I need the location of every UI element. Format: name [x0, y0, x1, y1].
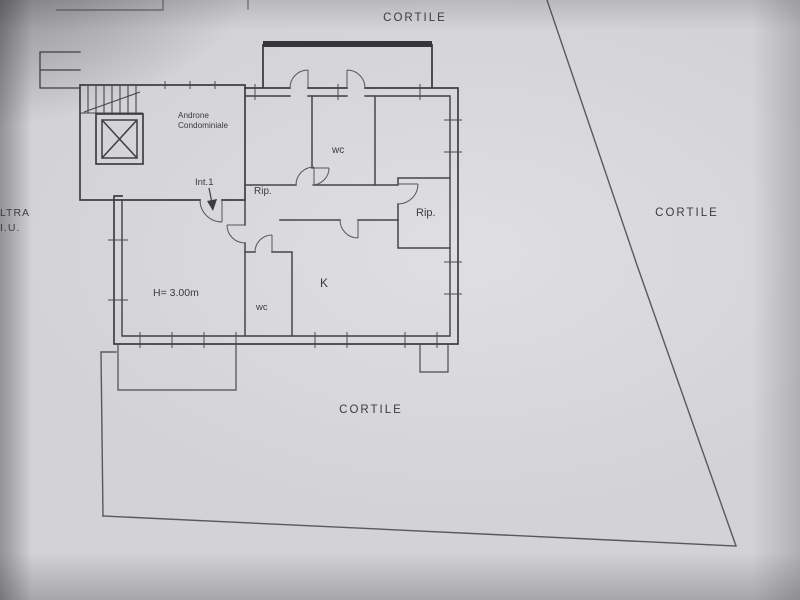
- label-cortile-bottom: CORTILE: [339, 404, 403, 416]
- elevator-icon: [95, 113, 144, 165]
- label-cortile-right: CORTILE: [655, 207, 719, 219]
- label-kitchen: K: [320, 276, 328, 290]
- label-edge-left-line1: LTRA: [0, 207, 30, 219]
- window-ticks-bottom: [139, 332, 438, 348]
- window-ticks: [108, 81, 462, 348]
- stairs-treads: [87, 86, 137, 113]
- wall-rip-right-room: [397, 177, 451, 249]
- door-living: [226, 224, 246, 244]
- stairs-direction-line: [83, 91, 141, 113]
- door-int1: [199, 199, 223, 223]
- int1-arrow-head: [207, 199, 217, 211]
- window-ticks-left: [108, 239, 128, 301]
- entrance-porch: [39, 51, 81, 89]
- label-edge-left-line2: I.U.: [0, 222, 20, 234]
- terrace-left: [117, 344, 237, 391]
- boundary-top-left-line: [56, 0, 164, 11]
- building-walls: [39, 51, 459, 345]
- stairs: [80, 86, 143, 114]
- label-ceiling-height: H= 3.00m: [153, 287, 199, 299]
- stair-block-outline: [79, 84, 246, 201]
- door-rip-right: [397, 183, 419, 205]
- balcony: [262, 41, 433, 88]
- door-balcony-right: [346, 69, 366, 89]
- label-androne-line1: Androne: [178, 111, 209, 120]
- interior-walls: [244, 95, 451, 337]
- main-wall-inner: [121, 95, 451, 337]
- label-wc-top: wc: [331, 145, 344, 156]
- window-ticks-top: [254, 84, 421, 100]
- window-ticks-stair-top: [164, 81, 216, 89]
- elevator-cross: [101, 119, 138, 159]
- boundary-left-line: [100, 351, 117, 517]
- elevator-outer: [95, 113, 144, 165]
- label-rip-left: Rip.: [254, 186, 272, 197]
- boundary-right-line: [546, 0, 737, 547]
- door-balcony-left: [289, 69, 309, 89]
- door-corridor-top: [295, 166, 315, 186]
- label-cortile-top: CORTILE: [383, 12, 447, 24]
- door-wc-top: [311, 167, 330, 186]
- window-ticks-right: [444, 119, 462, 295]
- label-wc-bottom: wc: [255, 302, 268, 313]
- door-kitchen: [339, 219, 359, 239]
- wall-wc2-room: [244, 251, 293, 337]
- int1-arrow: [207, 187, 217, 211]
- label-int1: Int.1: [195, 177, 214, 188]
- door-arcs: [199, 69, 419, 253]
- main-wall-outer: [113, 87, 459, 345]
- door-wc-bottom: [254, 234, 273, 253]
- boundary-bottom-line: [102, 515, 737, 547]
- terrace-outline: [117, 344, 449, 391]
- label-rip-right: Rip.: [416, 207, 436, 219]
- balcony-sides: [262, 44, 433, 88]
- property-boundary: [56, 0, 737, 547]
- label-androne-line2: Condominiale: [178, 121, 229, 130]
- elevator-inner: [101, 119, 138, 159]
- terrace-right-small: [419, 344, 449, 373]
